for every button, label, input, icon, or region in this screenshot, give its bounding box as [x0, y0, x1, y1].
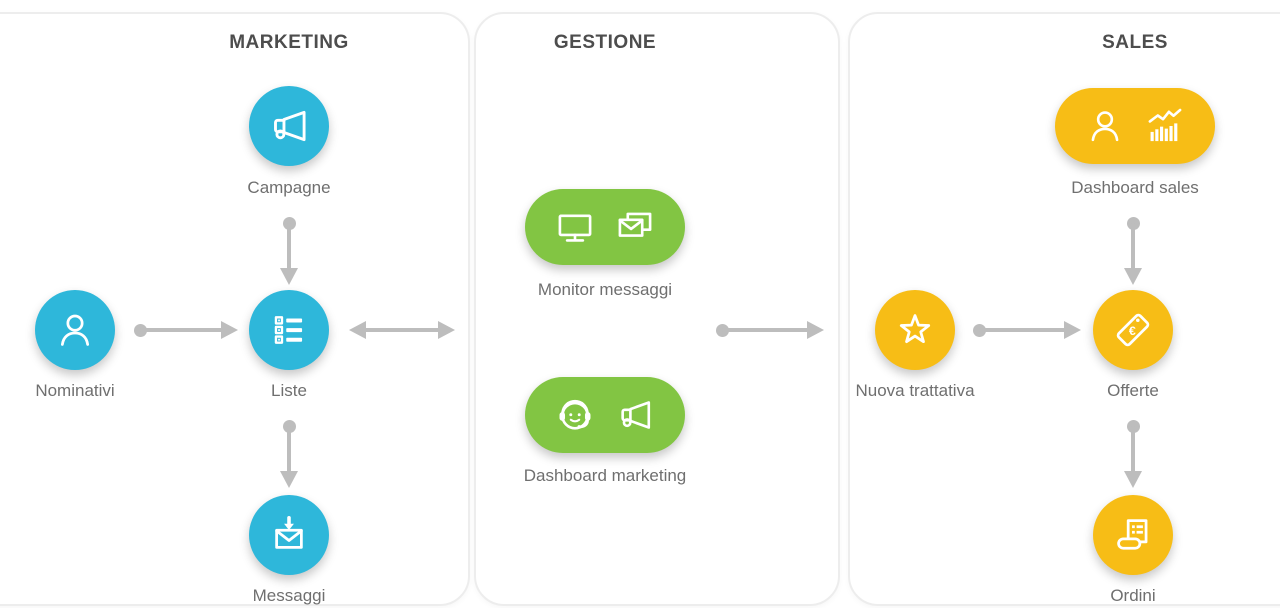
mail-stack-icon [614, 206, 656, 248]
arrow-head [1124, 268, 1142, 285]
receipt-icon [1111, 513, 1155, 557]
arrow-head [1124, 471, 1142, 488]
node-nominativi[interactable] [35, 290, 115, 370]
section-title-marketing: MARKETING [229, 32, 349, 53]
node-monitor-messaggi[interactable] [525, 189, 685, 265]
marketing-panel [0, 12, 470, 606]
arrow-shaft [979, 328, 1067, 332]
node-nuova-trattativa[interactable] [875, 290, 955, 370]
bar-chart-icon [1144, 105, 1186, 147]
arrow-shaft [287, 426, 291, 474]
user-icon [53, 308, 97, 352]
node-label-nominativi: Nominativi [35, 381, 115, 400]
checklist-icon [267, 308, 311, 352]
monitor-icon [554, 206, 596, 248]
node-label-ordini: Ordini [1110, 586, 1156, 605]
node-label-dashboard-sales: Dashboard sales [1071, 178, 1199, 197]
section-title-sales: SALES [1102, 32, 1168, 53]
arrow-shaft [140, 328, 224, 332]
arrow-head [280, 268, 298, 285]
arrow-head-right [438, 321, 455, 339]
node-liste[interactable] [249, 290, 329, 370]
arrow-shaft [362, 328, 442, 332]
node-messaggi[interactable] [249, 495, 329, 575]
arrow-head [221, 321, 238, 339]
section-title-gestione: GESTIONE [553, 32, 657, 53]
arrow-campagne-to-liste [280, 217, 298, 285]
user-icon [1084, 105, 1126, 147]
support-headset-icon [554, 394, 596, 436]
arrow-shaft [1131, 223, 1135, 271]
sales-panel [848, 12, 1280, 606]
node-label-offerte: Offerte [1107, 381, 1159, 400]
node-campagne[interactable] [249, 86, 329, 166]
price-tag-icon: € [1111, 308, 1155, 352]
arrow-liste-to-messaggi [280, 420, 298, 488]
arrow-shaft [1131, 426, 1135, 474]
node-label-liste: Liste [271, 381, 307, 400]
node-dashboard-sales[interactable] [1055, 88, 1215, 164]
node-offerte[interactable]: € [1093, 290, 1173, 370]
megaphone-icon [266, 103, 312, 149]
arrow-head [807, 321, 824, 339]
megaphone-icon [614, 394, 656, 436]
arrow-nominativi-to-liste [134, 321, 238, 339]
node-label-messaggi: Messaggi [252, 586, 326, 605]
arrow-head-left [349, 321, 366, 339]
node-label-nuova-trattativa: Nuova trattativa [855, 381, 975, 400]
arrow-gestione-to-nuova-trattativa [716, 321, 824, 339]
node-dashboard-marketing[interactable] [525, 377, 685, 453]
star-icon [893, 308, 937, 352]
arrow-liste-gestione-bidirectional [349, 321, 455, 339]
arrow-nuova-trattativa-to-offerte [973, 321, 1081, 339]
arrow-dashboard-sales-to-offerte [1124, 217, 1142, 285]
euro-symbol: € [1129, 324, 1136, 338]
node-label-campagne: Campagne [247, 178, 331, 197]
mail-download-icon [267, 513, 311, 557]
node-label-dashboard-marketing: Dashboard marketing [523, 466, 687, 485]
arrow-head [1064, 321, 1081, 339]
arrow-offerte-to-ordini [1124, 420, 1142, 488]
node-label-monitor-messaggi: Monitor messaggi [537, 280, 673, 299]
node-ordini[interactable] [1093, 495, 1173, 575]
arrow-shaft [287, 223, 291, 271]
arrow-head [280, 471, 298, 488]
arrow-shaft [722, 328, 810, 332]
gestione-panel [474, 12, 840, 606]
